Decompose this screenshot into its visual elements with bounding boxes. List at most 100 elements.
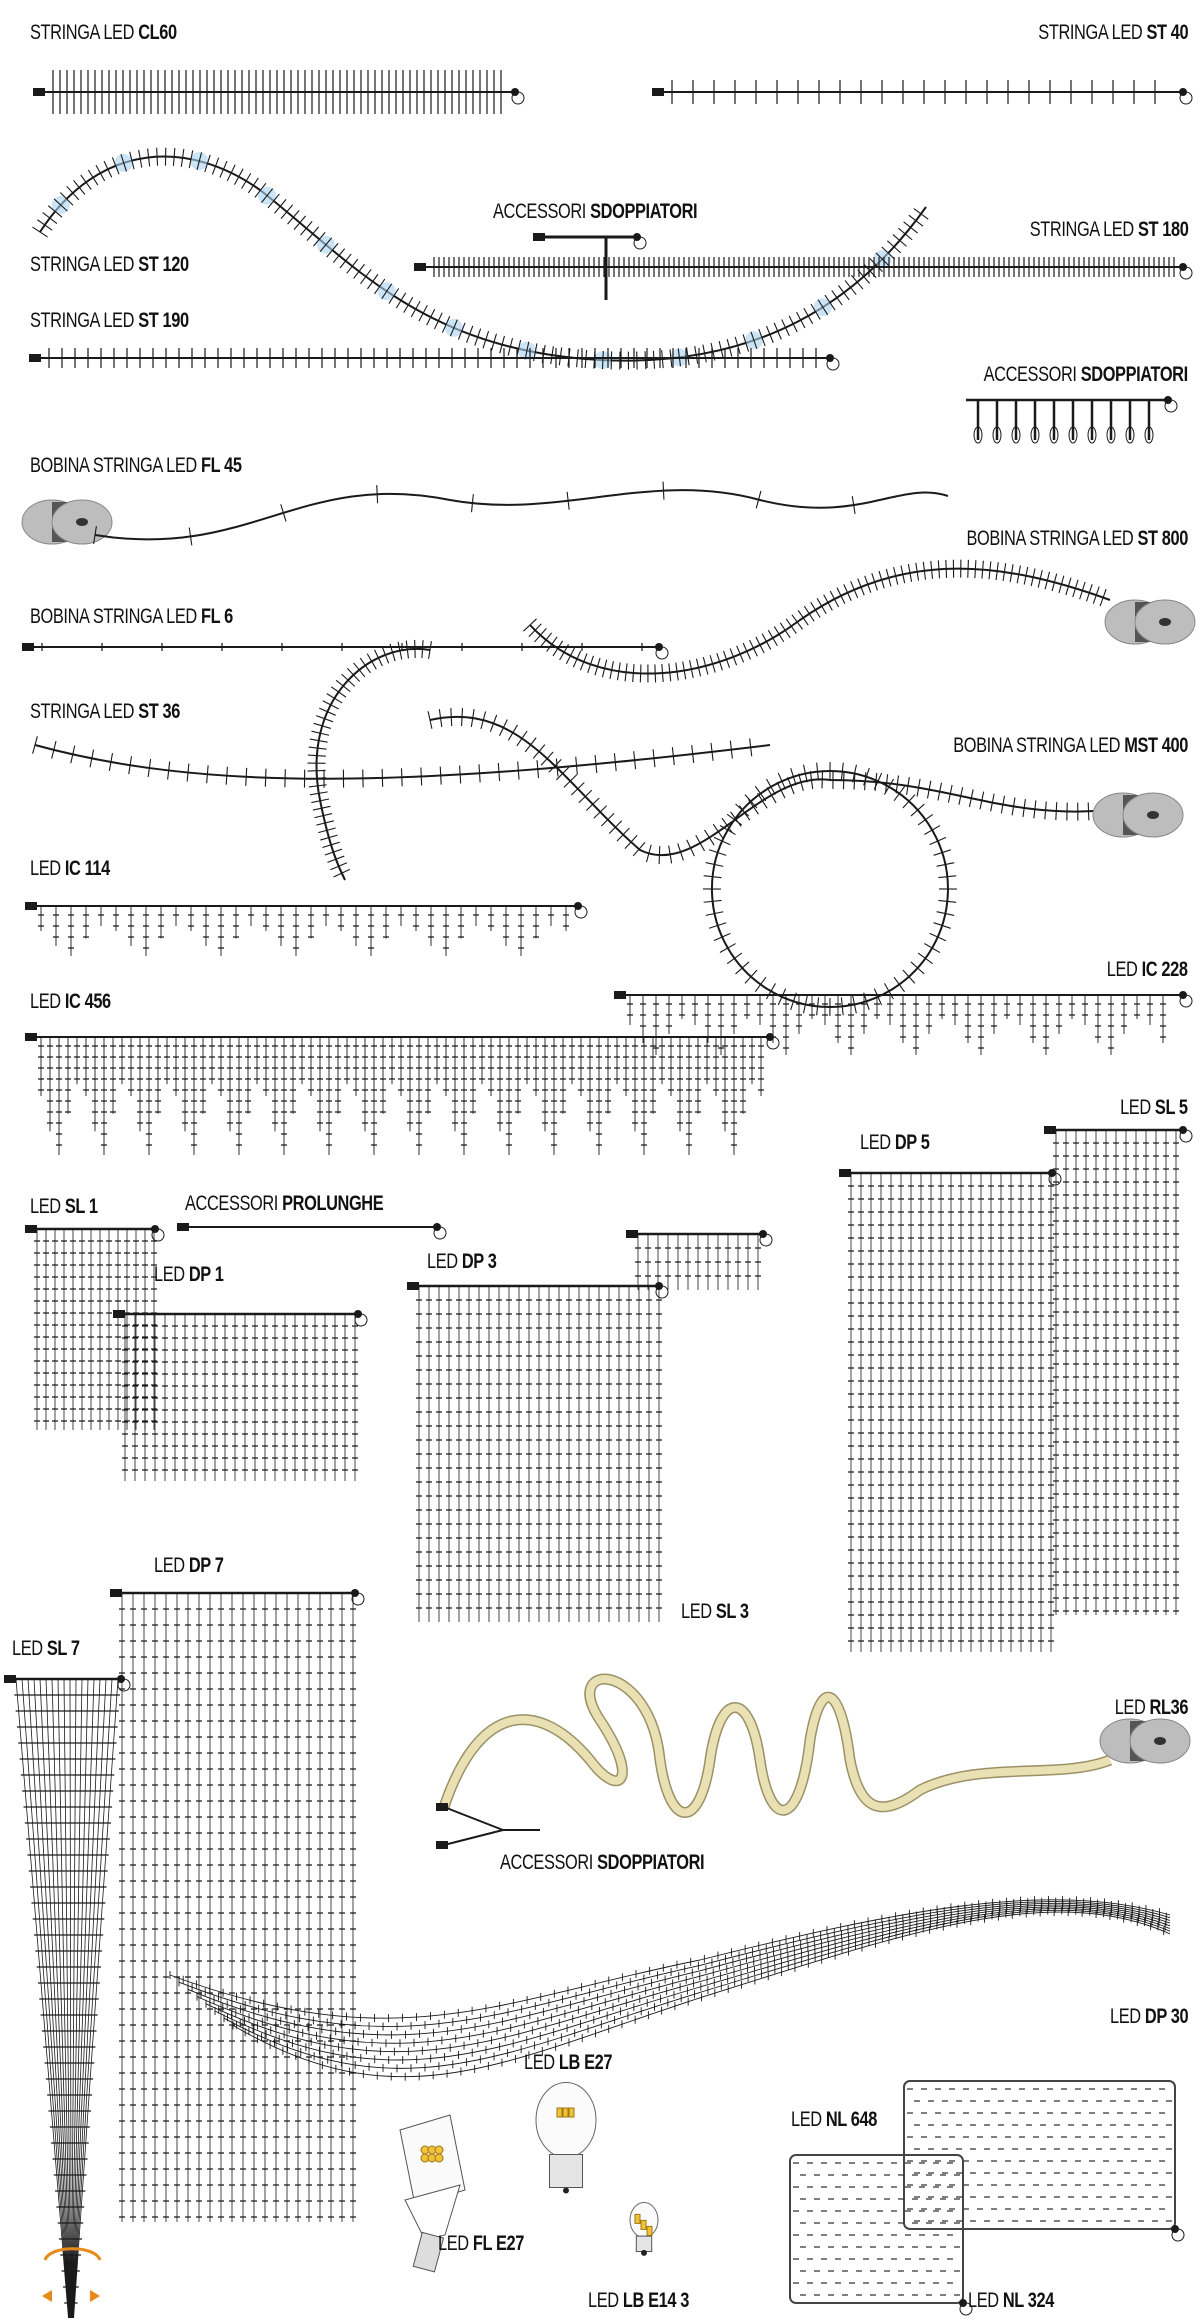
label-code: SL 1 [64, 1195, 98, 1218]
net-leds [793, 2162, 960, 2296]
bulb-contact [563, 2187, 569, 2194]
curtain-sl5 [1044, 1126, 1193, 1615]
icicle-drops [40, 906, 567, 956]
curtain-strand [169, 1899, 1171, 2019]
end-loop [351, 1592, 365, 1606]
label-cl60: STRINGA LED CL60 [30, 22, 177, 44]
spool-fl45 [21, 499, 113, 545]
label-prefix: LED [791, 2108, 826, 2131]
label-code: NL 648 [825, 2108, 877, 2131]
curtain-dp7 [110, 1589, 365, 2222]
label-st40: STRINGA LED ST 40 [1038, 22, 1188, 44]
label-prefix: STRINGA LED [1038, 21, 1147, 44]
rotate-arrow-icon [43, 2247, 102, 2261]
label-st36: STRINGA LED ST 36 [30, 701, 180, 723]
label-code: ST 800 [1137, 527, 1189, 550]
label-code: PROLUNGHE [282, 1192, 384, 1215]
label-sdoppiatori-1: ACCESSORI SDOPPIATORI [493, 200, 698, 223]
string-st180 [414, 257, 1193, 280]
label-ic114: LED IC 114 [30, 858, 110, 880]
label-sdoppiatori-2: ACCESSORI SDOPPIATORI [984, 364, 1189, 386]
label-code: DP 3 [461, 1250, 497, 1273]
socket-icon [1030, 426, 1040, 444]
label-lbe143: LED LB E14 3 [588, 2290, 689, 2312]
drop-strands [850, 1173, 1052, 1652]
led-ticks [32, 147, 929, 370]
wire [94, 489, 949, 541]
wire [443, 1806, 540, 1846]
string-st40 [652, 80, 1193, 105]
led-ticks [702, 761, 957, 1017]
curtain-dp1 [113, 1310, 368, 1481]
label-code: ST 190 [138, 309, 189, 332]
end-loop [151, 1228, 165, 1242]
label-code: IC 456 [64, 990, 111, 1013]
bulb-screw-base [635, 2235, 653, 2253]
label-prefix: LED [154, 1263, 189, 1286]
label-nl324: LED NL 324 [968, 2290, 1054, 2312]
drop-strands [121, 1593, 354, 2222]
drop-strands [1055, 1130, 1177, 1615]
plug-icon [436, 1803, 448, 1811]
plug-icon [626, 1230, 638, 1238]
led-chip [434, 2145, 444, 2155]
wire [315, 647, 431, 881]
wire [429, 715, 1111, 857]
label-rl36: LED RL36 [1115, 1697, 1189, 1719]
label-prefix: STRINGA LED [30, 21, 139, 44]
plug-icon [113, 1310, 125, 1318]
label-code: DP 1 [188, 1263, 224, 1286]
label-prefix: STRINGA LED [1029, 218, 1138, 241]
curtain-strand [196, 1904, 1171, 2044]
label-st800: BOBINA STRINGA LED ST 800 [967, 527, 1189, 550]
bulb-contact [641, 2249, 647, 2256]
label-prefix: ACCESSORI [500, 1851, 598, 1874]
label-st190: STRINGA LED ST 190 [30, 310, 189, 332]
label-sl5: LED SL 5 [1120, 1097, 1188, 1119]
led-ticks [52, 70, 502, 114]
label-prefix: LED [1107, 958, 1143, 981]
splitter-multi [966, 396, 1178, 444]
bulb-glass [535, 2082, 597, 2158]
bulb-body [404, 2184, 461, 2241]
led-ticks [433, 257, 1175, 277]
led-ticks [307, 639, 432, 878]
label-dp5: LED DP 5 [860, 1132, 930, 1154]
wire [711, 770, 949, 1008]
label-code: CL60 [138, 21, 177, 44]
led-ticks [119, 1608, 356, 2218]
label-code: NL 324 [1002, 2289, 1054, 2312]
label-prefix: BOBINA STRINGA LED [953, 734, 1125, 757]
label-prefix: LED [12, 1637, 47, 1660]
string-st190 [29, 348, 840, 371]
end-loop [1179, 994, 1193, 1008]
label-fle27: LED FL E27 [438, 2233, 524, 2255]
label-code: FL E27 [472, 2232, 524, 2255]
label-prefix: LED [524, 2051, 559, 2074]
socket-icon [1049, 426, 1059, 444]
bulb-lb-e27 [535, 2082, 597, 2194]
label-code: FL 6 [201, 605, 233, 628]
net-leds [907, 2088, 1172, 2222]
label-code: FL 45 [201, 454, 242, 477]
led-ticks [671, 80, 1156, 104]
socket-icon [973, 426, 983, 444]
end-loop [1164, 399, 1178, 413]
plug-icon [414, 263, 426, 271]
curtain-strand [214, 1908, 1171, 2061]
wire [966, 398, 1165, 440]
label-prefix: LED [30, 990, 65, 1013]
end-loop [117, 1678, 131, 1692]
label-prefix: LED [1109, 2005, 1145, 2028]
socket-icon [1068, 426, 1078, 444]
end-loop [1048, 1172, 1062, 1186]
plug-icon [177, 1223, 189, 1231]
label-prefix: ACCESSORI [493, 200, 591, 223]
plug-icon [407, 1282, 419, 1290]
label-prefix: LED [427, 1250, 462, 1273]
led-ticks [1053, 1142, 1179, 1612]
curtain-sl1 [25, 1225, 165, 1430]
label-prefix: STRINGA LED [30, 309, 139, 332]
end-loop [1171, 2228, 1185, 2242]
